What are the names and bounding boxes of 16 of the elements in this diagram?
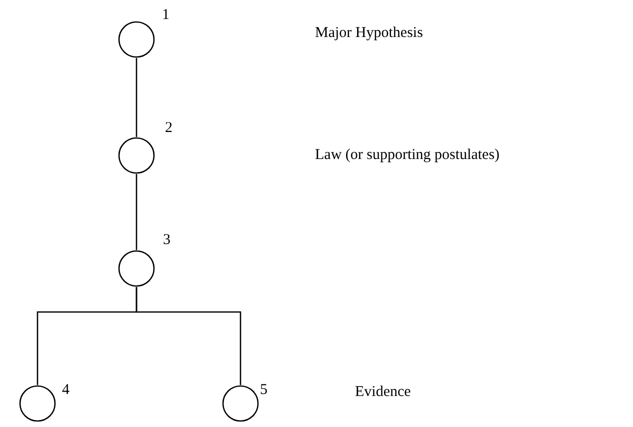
circle-node: [118, 21, 155, 58]
node-number: 2: [165, 121, 172, 136]
node-number: 4: [62, 383, 70, 398]
circle-node: [19, 385, 56, 422]
connector-line: [136, 174, 138, 250]
node-number: 5: [260, 383, 268, 398]
level-label: Major Hypothesis: [315, 26, 423, 41]
level-label: Law (or supporting postulates): [315, 148, 500, 163]
node-number: 3: [163, 233, 170, 248]
connector-line: [136, 58, 138, 137]
circle-node: [222, 385, 259, 422]
circle-node: [118, 137, 155, 174]
level-label: Evidence: [355, 385, 411, 400]
node-number: 1: [162, 8, 170, 23]
connector-line: [136, 287, 242, 385]
circle-node: [118, 250, 155, 287]
